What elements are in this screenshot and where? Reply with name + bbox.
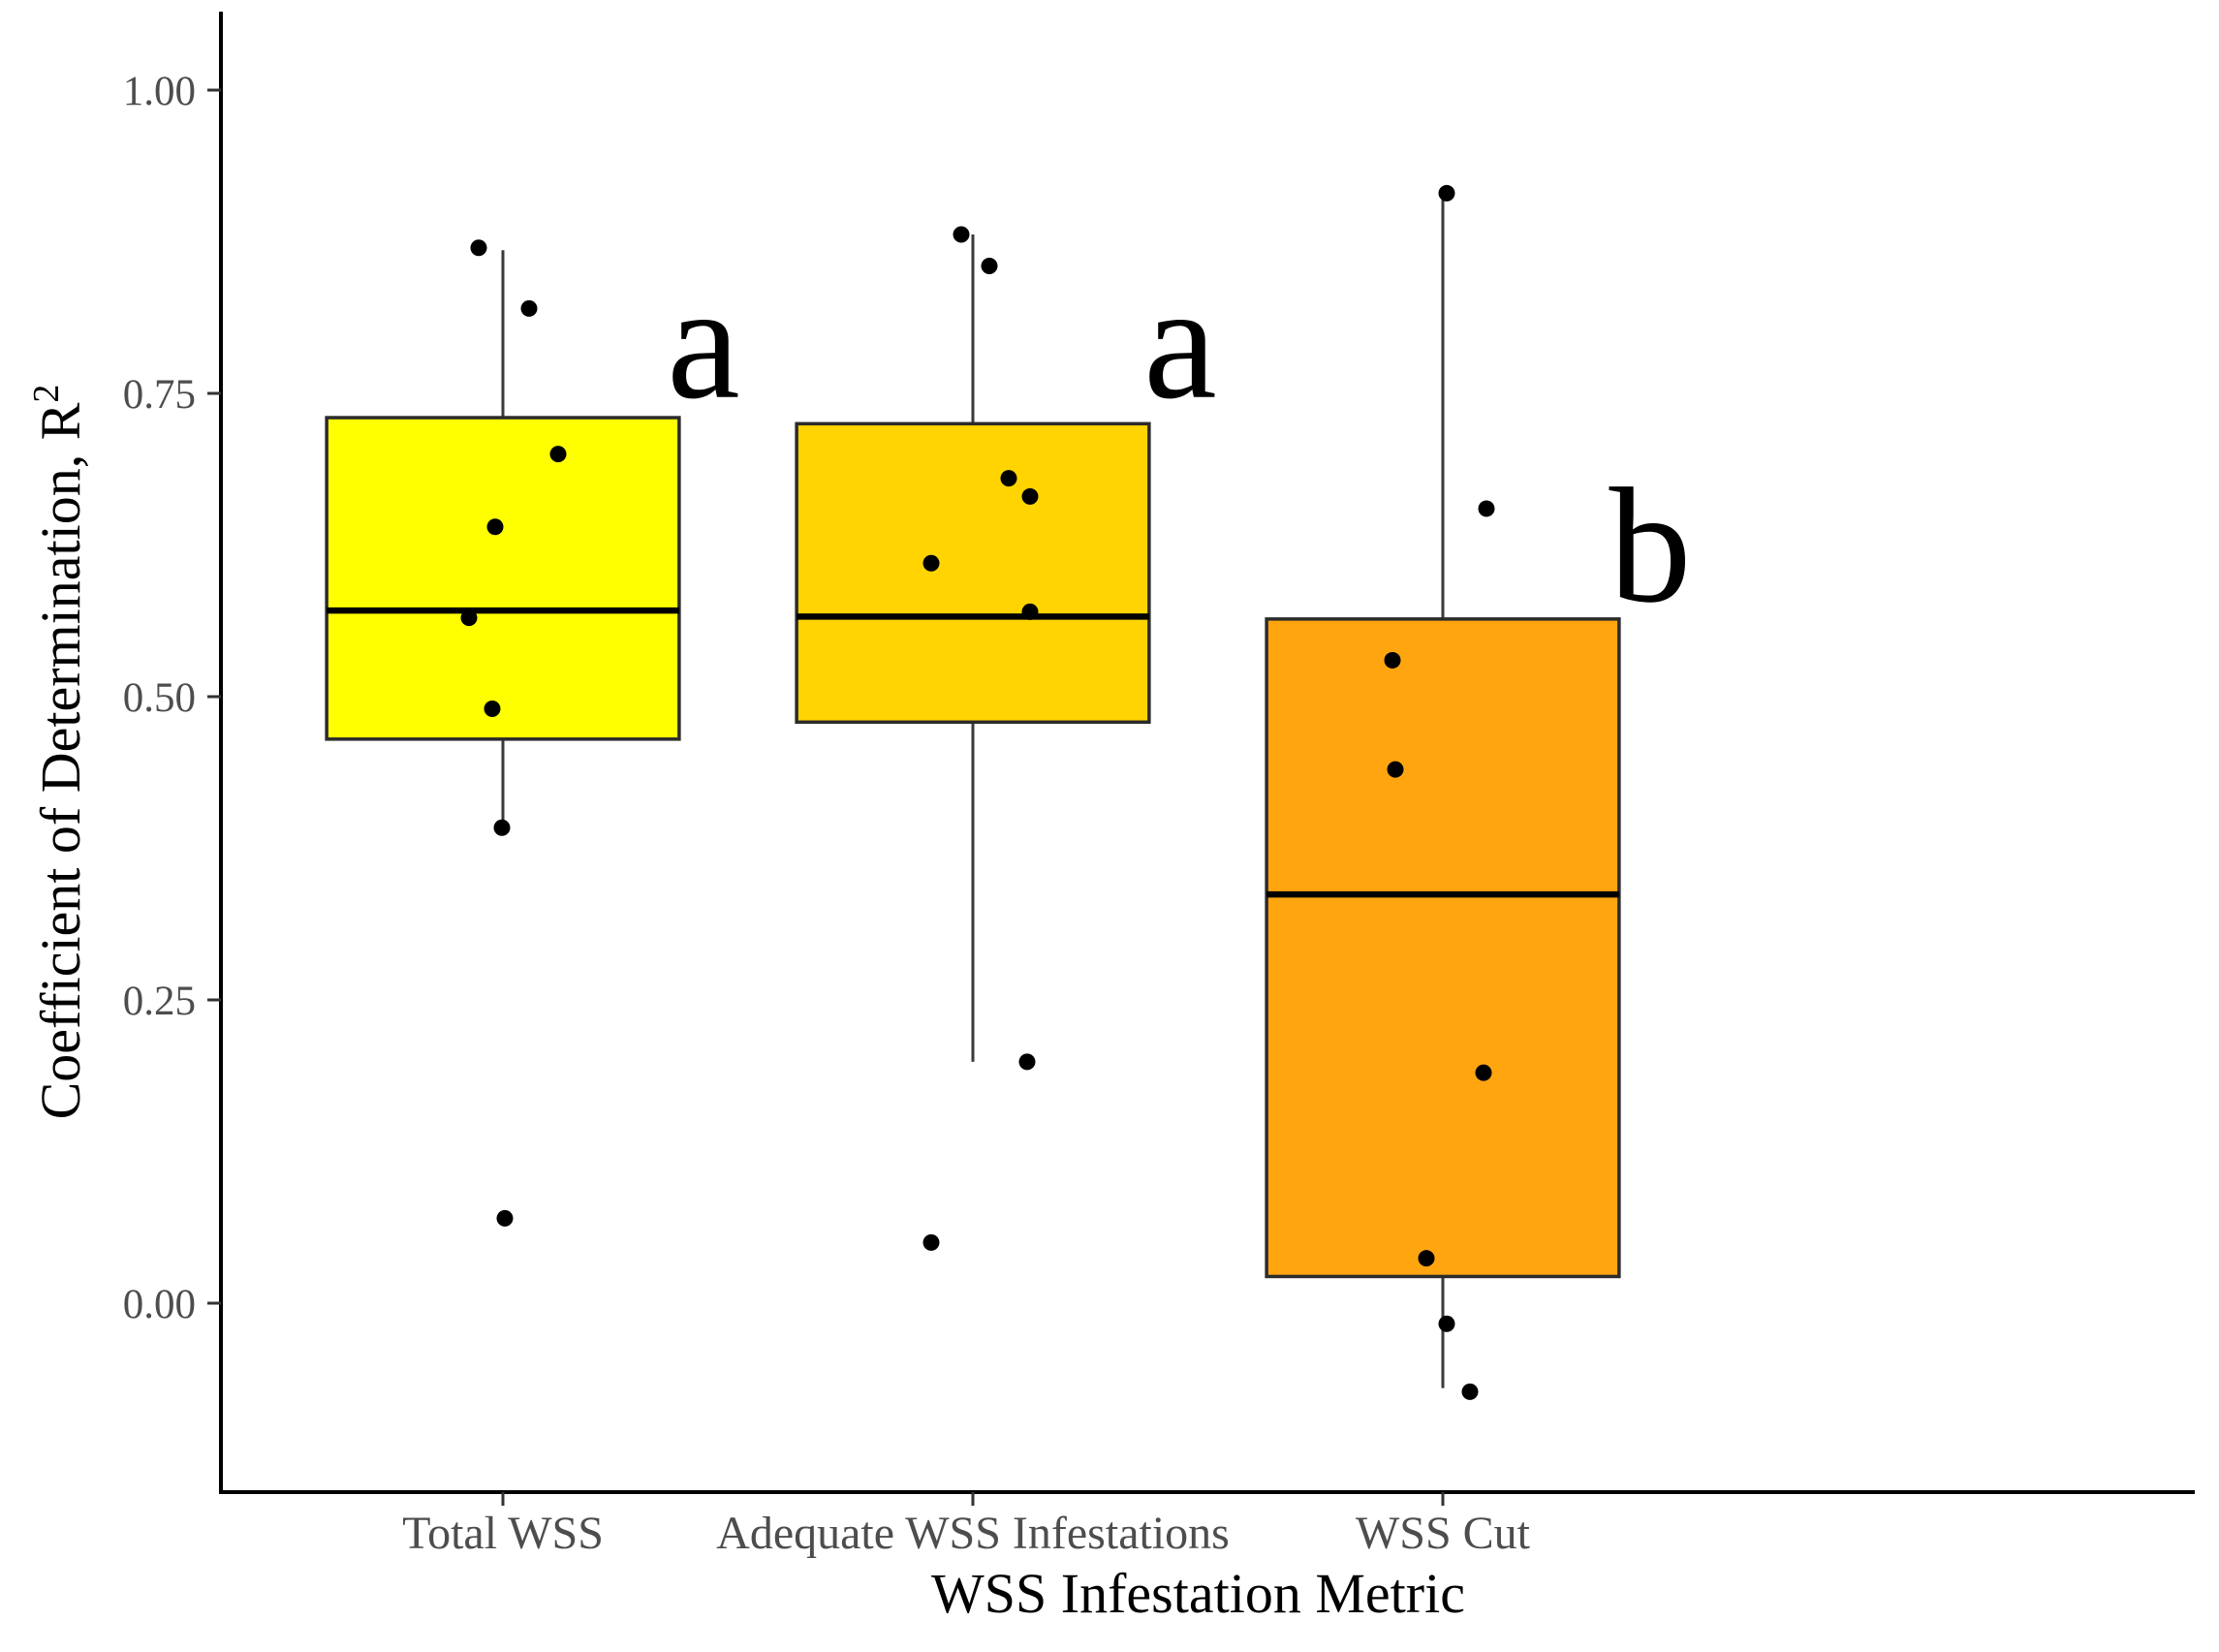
data-point — [1021, 487, 1039, 505]
data-point — [484, 701, 501, 718]
significance-letter: b — [1610, 454, 1692, 637]
data-point — [1478, 500, 1495, 517]
data-point — [493, 819, 511, 836]
data-point — [1021, 603, 1039, 620]
significance-letter: a — [667, 251, 739, 433]
x-axis-title: WSS Infestation Metric — [931, 1562, 1465, 1625]
box-group-adequate-wss-infestations: a — [795, 226, 1217, 1251]
data-point — [1438, 184, 1455, 202]
data-point — [1000, 470, 1017, 487]
x-tick-label: WSS Cut — [1356, 1508, 1531, 1559]
data-point — [1387, 761, 1404, 778]
data-point — [1384, 651, 1401, 669]
data-point — [520, 299, 538, 317]
data-point — [470, 239, 487, 257]
iqr-box — [325, 416, 681, 741]
y-tick-label: 1.00 — [123, 69, 196, 114]
data-point — [1418, 1250, 1435, 1267]
data-point — [922, 554, 940, 572]
data-point — [1475, 1064, 1492, 1081]
data-point — [922, 1233, 940, 1251]
y-tick-label: 0.25 — [123, 979, 196, 1024]
x-tick-label: Total WSS — [402, 1508, 604, 1559]
box-group-wss-cut: b — [1265, 184, 1692, 1400]
data-point — [549, 446, 567, 463]
y-axis-title: Coefficient of Determination, R2 — [26, 385, 92, 1120]
iqr-box — [795, 421, 1151, 725]
data-point — [1438, 1315, 1455, 1332]
y-tick-label: 0.50 — [123, 675, 196, 721]
data-point — [1018, 1053, 1036, 1071]
iqr-box — [1265, 617, 1621, 1279]
data-point — [1461, 1383, 1479, 1400]
data-point — [460, 609, 478, 627]
significance-letter: a — [1143, 251, 1216, 433]
data-point — [496, 1209, 514, 1227]
data-point — [981, 258, 998, 275]
y-tick-label: 0.75 — [123, 372, 196, 418]
data-point — [953, 226, 970, 243]
y-tick-label: 0.00 — [123, 1282, 196, 1327]
box-group-total-wss: a — [325, 239, 740, 1227]
data-point — [486, 518, 504, 536]
x-tick-label: Adequate WSS Infestations — [716, 1508, 1230, 1559]
